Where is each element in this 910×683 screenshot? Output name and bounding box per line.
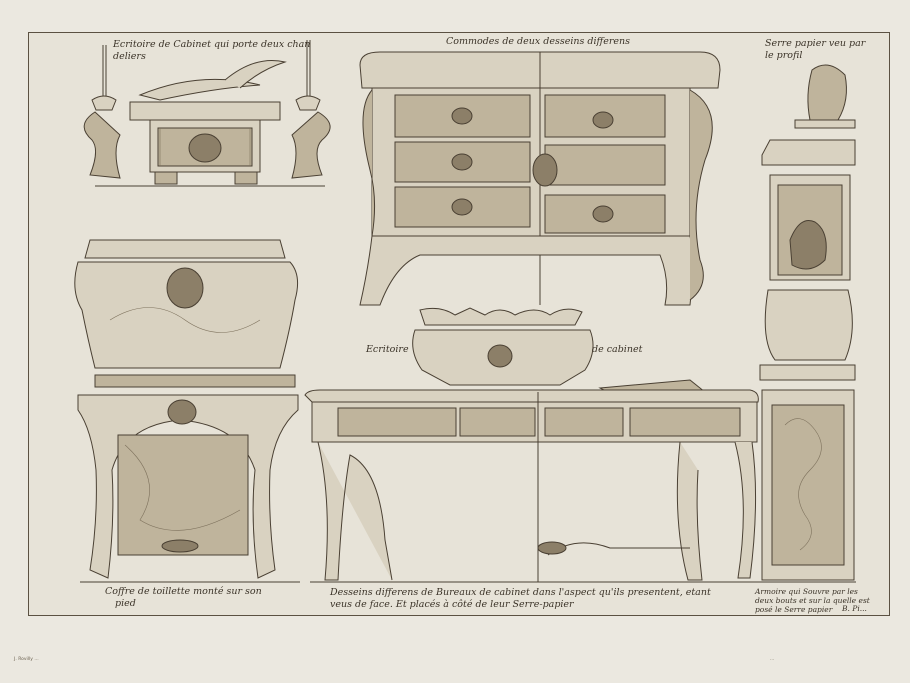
commode — [359, 51, 721, 306]
ecritoire-with-candlesticks — [83, 40, 331, 187]
caption-armoire-1: Armoire qui Souvre par les — [755, 587, 858, 596]
caption-serre-papier-2: le profil — [765, 50, 803, 61]
caption-desseins-1: Desseins differens de Bureaux de cabinet… — [330, 587, 711, 598]
caption-commodes: Commodes de deux desseins differens — [446, 36, 631, 47]
engraver-signature: B. Pi... — [842, 604, 867, 613]
coffre-de-toillette — [74, 239, 300, 583]
caption-ecritoire: Ecritoire — [366, 344, 409, 355]
bureau-de-cabinet — [304, 307, 760, 583]
caption-armoire-3: posé le Serre papier — [755, 605, 833, 614]
serre-papier-armoire — [759, 64, 856, 583]
caption-ecritoire-cabinet: Ecritoire de Cabinet qui porte deux chan — [113, 39, 311, 50]
caption-coffre-1: Coffre de toillette monté sur son — [105, 586, 262, 597]
caption-de-cabinet: de cabinet — [592, 344, 643, 355]
caption-desseins-2: veus de face. Et placés à côté de leur S… — [330, 599, 574, 610]
caption-serre-papier: Serre papier veu par — [765, 38, 866, 49]
caption-ecritoire-cabinet-2: deliers — [113, 51, 146, 62]
margin-note-left: J. Rovilly ... — [14, 657, 39, 662]
caption-armoire-2: deux bouts et sur la quelle est — [755, 596, 870, 605]
caption-coffre-2: pied — [115, 598, 136, 609]
margin-note-right: ... — [770, 657, 775, 662]
